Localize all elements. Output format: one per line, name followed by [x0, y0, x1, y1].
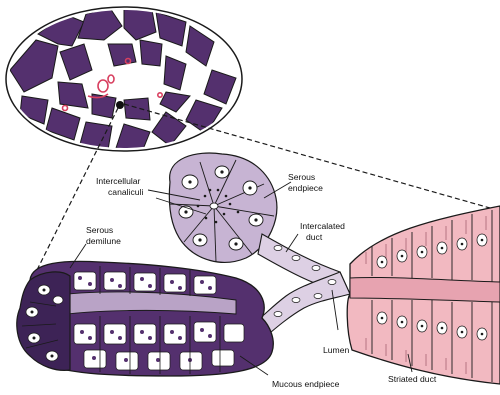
label-serous-demilune-1: Serous [86, 225, 113, 235]
label-serous-demilune-2: demilune [86, 236, 121, 246]
label-striated-duct: Striated duct [388, 374, 437, 384]
label-lumen: Lumen [323, 345, 349, 355]
acinar-lumen [210, 203, 218, 209]
label-intercalated-duct-2: duct [306, 232, 323, 242]
serous-demilune [17, 272, 70, 370]
label-serous-endpiece-1: Serous [288, 172, 315, 182]
label-intercalated-duct-1: Intercalated [300, 221, 345, 231]
gland-cross-section [6, 7, 242, 152]
label-mucous-endpiece: Mucous endpiece [272, 379, 340, 389]
highlighted-acinus [116, 101, 124, 109]
label-intercellular-canaliculi-2: canaliculi [108, 187, 143, 197]
striated-duct [347, 206, 500, 384]
label-serous-endpiece-2: endpiece [288, 183, 323, 193]
label-intercellular-canaliculi-1: Intercellular [96, 176, 141, 186]
